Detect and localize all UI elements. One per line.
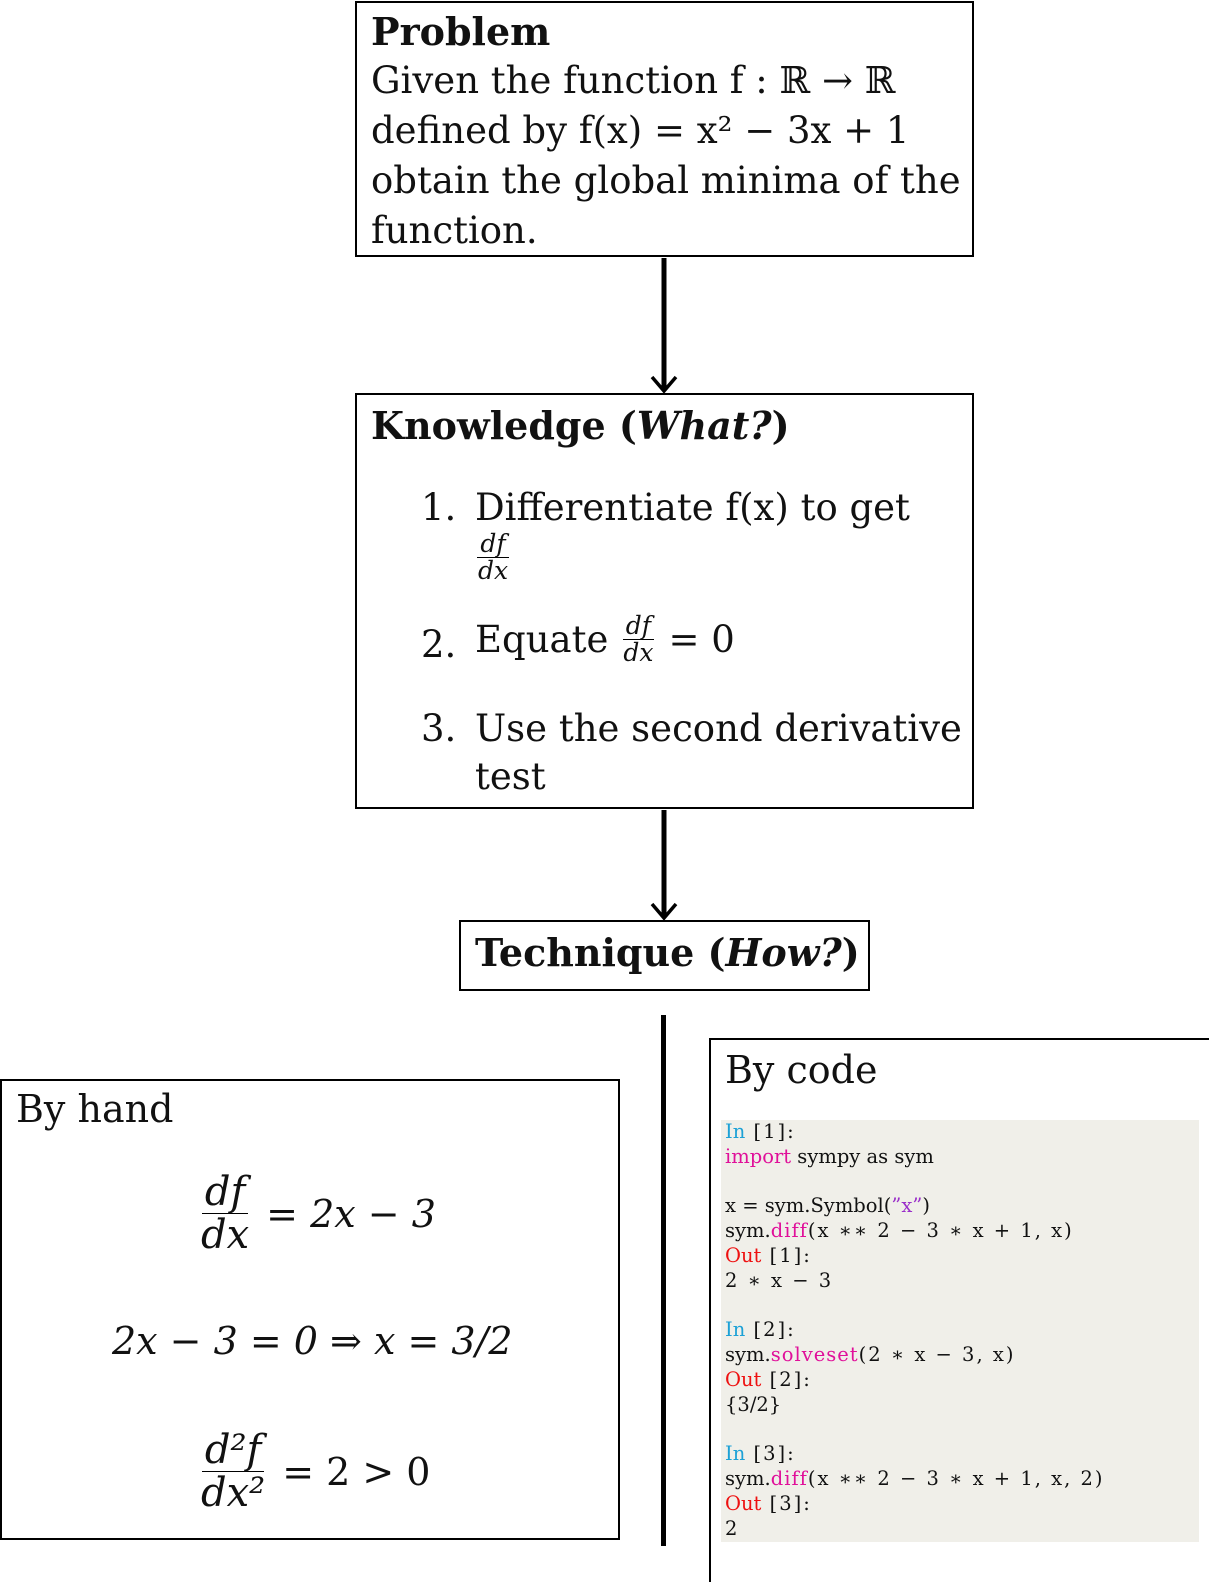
solveset-args: (2 ∗ x − 3, x) — [858, 1343, 1016, 1366]
fraction-denominator: dx — [478, 556, 509, 586]
in-prompt-number: [2]: — [745, 1318, 796, 1341]
out-prompt-number: [1]: — [761, 1244, 812, 1267]
knowledge-item-2-number: 2. — [421, 623, 457, 666]
by-hand-title: By hand — [16, 1087, 174, 1131]
symbol-call: x = sym.Symbol( — [725, 1194, 892, 1217]
out-prompt: Out — [725, 1368, 762, 1391]
out-prompt: Out — [725, 1492, 762, 1515]
diff-function: diff — [770, 1467, 808, 1490]
code-line-diff-2: sym.diff(x ∗∗ 2 − 3 ∗ x + 1, x, 2) — [725, 1467, 1105, 1490]
equation-1-rhs: = 2x − 3 — [266, 1191, 436, 1236]
arrow-problem-to-knowledge — [650, 258, 678, 394]
code-cell-in-3: In [3]: — [725, 1442, 796, 1465]
symbol-close: ) — [922, 1194, 930, 1217]
diff-function: diff — [770, 1219, 808, 1242]
code-line-symbol: x = sym.Symbol(”x”) — [725, 1194, 930, 1217]
solveset-function: solveset — [770, 1343, 859, 1366]
knowledge-item-3-text: Use the second derivative — [475, 707, 962, 750]
equation-3-rhs: = 2 > 0 — [282, 1449, 431, 1494]
knowledge-item-1-number: 1. — [421, 486, 457, 529]
in-prompt-number: [3]: — [745, 1442, 796, 1465]
import-keyword: import — [725, 1145, 792, 1168]
code-line-diff-1: sym.diff(x ∗∗ 2 − 3 ∗ x + 1, x) — [725, 1219, 1074, 1242]
in-prompt: In — [725, 1318, 746, 1341]
code-cell-out-1: Out [1]: — [725, 1244, 812, 1267]
knowledge-item-1-text: Differentiate f(x) to get — [475, 486, 910, 529]
code-result-2: {3/2} — [725, 1393, 782, 1416]
problem-box: Problem Given the function f : ℝ → ℝ def… — [355, 1, 974, 257]
knowledge-heading-suffix: ) — [771, 403, 790, 448]
knowledge-heading-prefix: Knowledge ( — [371, 403, 637, 448]
in-prompt: In — [725, 1442, 746, 1465]
knowledge-item-2-label: Equate — [475, 618, 609, 662]
fraction-numerator: df — [201, 1171, 249, 1214]
fraction-denominator: dx — [623, 638, 654, 668]
code-cell-out-2: Out [2]: — [725, 1368, 812, 1391]
knowledge-heading-emph: What? — [636, 403, 772, 448]
technique-heading: Technique (How?) — [475, 930, 860, 975]
vertical-divider — [661, 1015, 666, 1546]
out-prompt-number: [2]: — [761, 1368, 812, 1391]
problem-line-2: defined by f(x) = x² − 3x + 1 — [371, 109, 910, 152]
knowledge-item-3-text-cont: test — [475, 755, 546, 798]
by-code-box: By code In [1]: import sympy as sym x = … — [709, 1038, 1209, 1582]
technique-heading-suffix: ) — [841, 930, 860, 975]
code-line-solveset: sym.solveset(2 ∗ x − 3, x) — [725, 1343, 1015, 1366]
fraction-numerator: df — [622, 612, 655, 641]
problem-line-3: obtain the global minima of the — [371, 159, 961, 202]
technique-heading-emph: How? — [725, 930, 842, 975]
by-code-title: By code — [725, 1048, 878, 1092]
fraction-numerator: df — [477, 530, 509, 559]
knowledge-box: Knowledge (What?) 1. Differentiate f(x) … — [355, 393, 974, 809]
in-prompt: In — [725, 1120, 746, 1143]
knowledge-heading: Knowledge (What?) — [371, 403, 790, 448]
fraction-denominator: dx² — [201, 1470, 266, 1516]
code-cell-in-1: In [1]: — [725, 1120, 796, 1143]
technique-box: Technique (How?) — [459, 920, 870, 991]
code-panel: In [1]: import sympy as sym x = sym.Symb… — [721, 1120, 1199, 1542]
code-cell-in-2: In [2]: — [725, 1318, 796, 1341]
diff-args: (x ∗∗ 2 − 3 ∗ x + 1, x, 2) — [807, 1467, 1105, 1490]
diff-object: sym. — [725, 1467, 771, 1490]
diff-args: (x ∗∗ 2 − 3 ∗ x + 1, x) — [807, 1219, 1074, 1242]
problem-heading: Problem — [371, 9, 551, 54]
code-line-import: import sympy as sym — [725, 1145, 934, 1168]
out-prompt-number: [3]: — [761, 1492, 812, 1515]
knowledge-item-3-number: 3. — [421, 707, 457, 750]
import-rest: sympy as sym — [791, 1145, 934, 1168]
knowledge-item-2-equals: = 0 — [668, 618, 735, 662]
code-result-1: 2 ∗ x − 3 — [725, 1269, 834, 1292]
in-prompt-number: [1]: — [745, 1120, 796, 1143]
problem-line-1: Given the function f : ℝ → ℝ — [371, 59, 896, 102]
code-result-3: 2 — [725, 1517, 738, 1540]
solveset-object: sym. — [725, 1343, 771, 1366]
arrow-knowledge-to-technique — [650, 810, 678, 921]
symbol-string: ”x” — [891, 1194, 923, 1217]
technique-heading-prefix: Technique ( — [475, 930, 726, 975]
diff-object: sym. — [725, 1219, 771, 1242]
out-prompt: Out — [725, 1244, 762, 1267]
fraction-numerator: d²f — [201, 1429, 265, 1472]
fraction-denominator: dx — [201, 1212, 250, 1258]
by-hand-equation-2: 2x − 3 = 0 ⇒ x = 3/2 — [112, 1319, 513, 1363]
problem-line-4: function. — [371, 209, 538, 252]
code-cell-out-3: Out [3]: — [725, 1492, 812, 1515]
